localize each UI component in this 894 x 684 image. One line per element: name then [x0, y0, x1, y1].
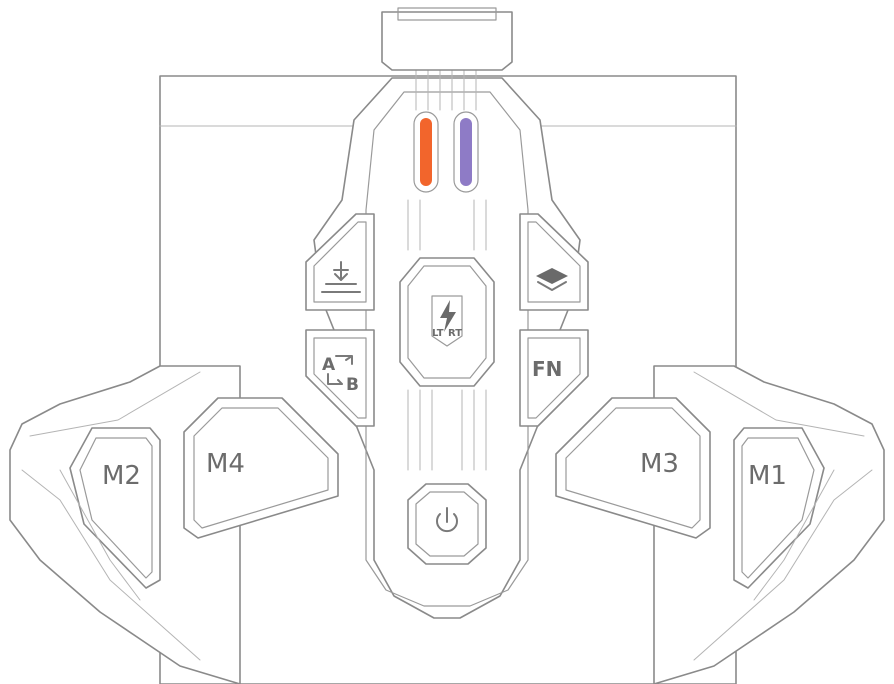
swap-label-a: A — [322, 355, 336, 375]
top-clip-outline — [381, 11, 513, 71]
indicator-light-right — [460, 118, 472, 186]
layers-button[interactable] — [519, 213, 589, 311]
indicator-light-left — [420, 118, 432, 186]
power-button[interactable] — [407, 483, 487, 565]
lightning-bolt-icon — [440, 300, 456, 332]
download-tray-icon — [321, 261, 361, 293]
m3-paddle[interactable]: M3 — [555, 397, 711, 539]
swap-label-b: B — [346, 375, 359, 395]
m4-label: M4 — [206, 449, 245, 479]
swap-arrow-icon — [335, 355, 353, 365]
fn-label: FN — [532, 357, 562, 381]
m4-paddle[interactable]: M4 — [183, 397, 339, 539]
m1-paddle[interactable]: M1 — [733, 427, 835, 601]
m2-label: M2 — [102, 461, 141, 491]
m2-paddle[interactable]: M2 — [59, 427, 161, 601]
top-clip-tab — [397, 7, 497, 21]
turbo-button[interactable]: LT RT — [399, 257, 495, 387]
layers-icon — [536, 268, 568, 291]
right-grip-contour-2 — [693, 469, 873, 661]
left-grip-contour-2 — [21, 469, 201, 661]
power-icon — [436, 507, 458, 533]
top-clip — [381, 7, 513, 71]
turbo-label-lt: LT — [432, 328, 444, 339]
indicator-lights — [413, 111, 479, 193]
turbo-shield-icon — [431, 295, 463, 347]
m1-label: M1 — [748, 461, 787, 491]
spine-grooves — [407, 69, 487, 471]
turbo-label-rt: RT — [448, 328, 462, 339]
swap-button[interactable]: A B — [305, 329, 375, 427]
profile-download-button[interactable] — [305, 213, 375, 311]
spine-inner-outline — [365, 91, 529, 607]
fn-button[interactable]: FN — [519, 329, 589, 427]
right-grip-contour — [693, 371, 865, 437]
left-grip-contour — [29, 371, 201, 437]
m3-label: M3 — [640, 449, 679, 479]
